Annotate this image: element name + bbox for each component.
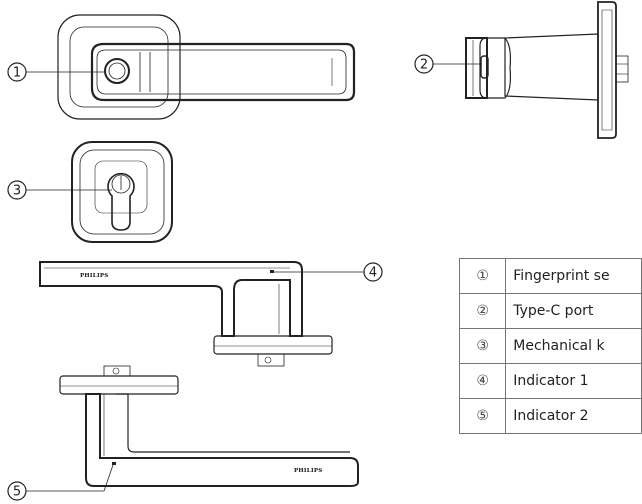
- lever-top-view: [39, 261, 333, 367]
- handle-side-view: [465, 1, 629, 139]
- legend-row: ⑤ Indicator 2: [458, 398, 642, 434]
- legend-row: ④ Indicator 1: [458, 363, 642, 399]
- brand-logo-lower: PHILIPS: [294, 468, 323, 474]
- callout-5: [7, 464, 114, 501]
- callout-4-number: 4: [369, 266, 377, 281]
- legend-label: Mechanical k: [505, 328, 642, 364]
- callout-4: [274, 262, 383, 282]
- legend-number: ⑤: [458, 398, 507, 434]
- legend-label: Fingerprint se: [505, 258, 642, 294]
- callout-1-number: 1: [13, 66, 21, 81]
- lever-bottom-view: [59, 365, 359, 487]
- legend-row: ② Type-C port: [458, 293, 642, 329]
- legend-label: Indicator 1: [505, 363, 642, 399]
- callout-3-number: 3: [13, 184, 21, 199]
- legend-number: ③: [458, 328, 507, 364]
- legend-number: ④: [458, 363, 507, 399]
- callout-5-number: 5: [13, 485, 21, 500]
- legend-table: ① Fingerprint se ② Type-C port ③ Mechani…: [458, 258, 642, 434]
- legend-label: Indicator 2: [505, 398, 642, 434]
- callout-1: [7, 62, 105, 82]
- key-cylinder-plate: [71, 141, 173, 243]
- legend-number: ②: [458, 293, 507, 329]
- legend-number: ①: [458, 258, 507, 294]
- legend-row: ③ Mechanical k: [458, 328, 642, 364]
- brand-logo-upper: PHILIPS: [80, 273, 109, 279]
- legend-row: ① Fingerprint se: [458, 258, 642, 294]
- callout-2: [414, 54, 482, 74]
- callout-2-number: 2: [420, 58, 428, 73]
- legend-label: Type-C port: [505, 293, 642, 329]
- handle-front-view: [57, 14, 356, 120]
- callout-3: [7, 180, 112, 200]
